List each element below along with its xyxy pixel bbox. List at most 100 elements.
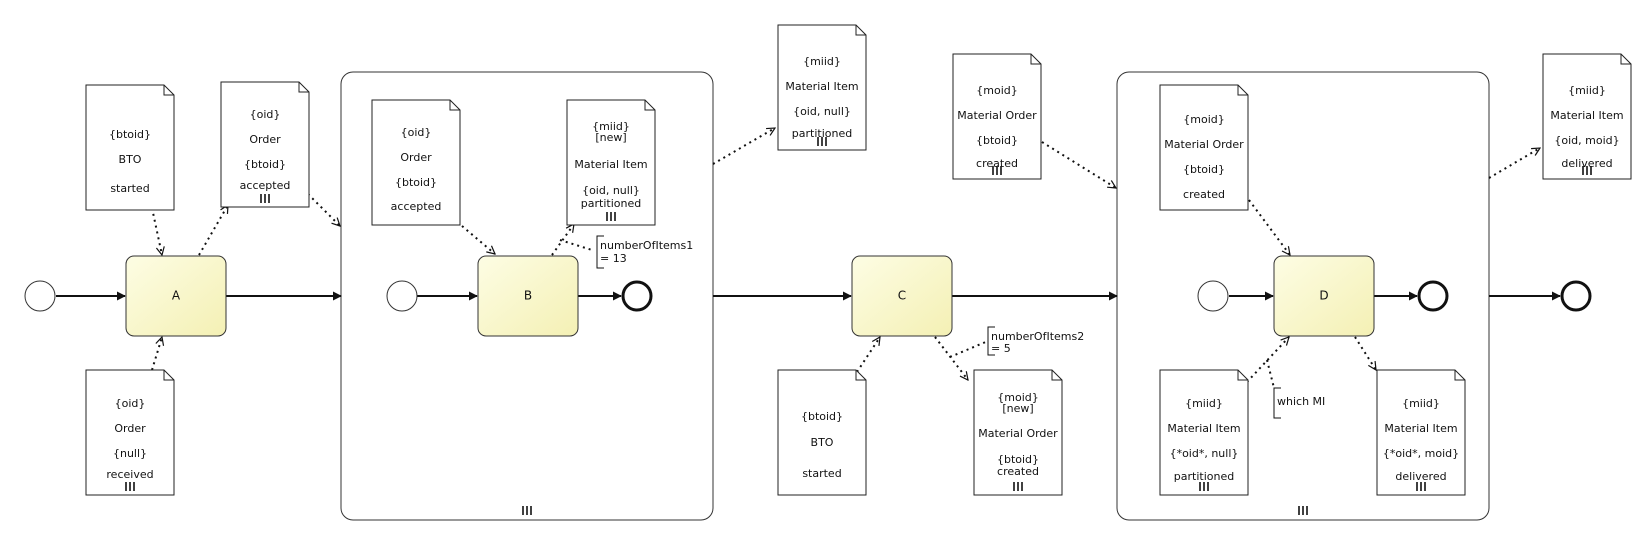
data-object-text: {*oid*, null}	[1170, 447, 1239, 460]
data-object-text: {oid, null}	[793, 105, 851, 118]
annotation-line: which MI	[1277, 395, 1325, 408]
data-object-bto-top[interactable]: {btoid} BTO started	[85, 84, 175, 211]
data-object-text: delivered	[1561, 157, 1612, 170]
annotation-line: numberOfItems1	[600, 239, 693, 252]
data-object-text: {btoid}	[997, 453, 1039, 466]
multi-instance-marker	[260, 194, 270, 203]
data-object-text: {btoid}	[1183, 163, 1225, 176]
multi-instance-marker	[1013, 482, 1023, 491]
task-c[interactable]: C	[851, 255, 953, 337]
data-object-order-in-sub1[interactable]: {oid}Order{btoid}accepted	[371, 99, 461, 226]
multi-instance-marker-subprocess-2	[1298, 506, 1308, 515]
data-object-text: Order	[249, 133, 281, 146]
data-object-mi-new-sub1[interactable]: {miid}[new] Material Item {oid, null}parti…	[566, 99, 656, 226]
data-object-text: {oid}	[115, 397, 146, 410]
subprocess-1-start-event[interactable]	[386, 280, 418, 312]
annotation-line: = 13	[600, 252, 627, 265]
task-d-label: D	[1319, 289, 1328, 303]
data-object-text: {null}	[113, 447, 147, 460]
data-object-text: {btoid}	[395, 176, 437, 189]
multi-instance-marker	[125, 482, 135, 491]
data-object-text: {*oid*, moid}	[1383, 447, 1459, 460]
data-object-mi-partitioned-sub2[interactable]: {miid} Material Item {*oid*, null} partitio…	[1159, 369, 1249, 496]
data-object-text: Material Item	[1384, 422, 1457, 435]
data-object-mi-delivered-top[interactable]: {miid} Material Item {oid, moid} delivered	[1542, 53, 1632, 180]
data-object-mo-new[interactable]: {moid}[new] Material Order {btoid}created	[973, 369, 1063, 496]
data-object-text: created	[997, 465, 1039, 478]
data-object-mo-in-sub2[interactable]: {moid} Material Order {btoid} created	[1159, 84, 1249, 211]
data-object-text: {miid}	[1185, 397, 1223, 410]
subprocess-1-end-event[interactable]	[621, 280, 653, 312]
data-object-text: delivered	[1395, 470, 1446, 483]
multi-instance-marker-subprocess-1	[522, 506, 532, 515]
data-object-text: {miid}	[803, 55, 841, 68]
data-object-text: {moid}	[976, 84, 1017, 97]
data-object-text: started	[110, 182, 149, 195]
data-object-text: created	[976, 157, 1018, 170]
data-object-text: {oid}	[250, 108, 281, 121]
data-object-order-bottom[interactable]: {oid} Order {null} received	[85, 369, 175, 496]
data-object-text: accepted	[391, 200, 442, 213]
multi-instance-marker	[1199, 482, 1209, 491]
data-object-order-top[interactable]: {oid} Order {btoid} accepted	[220, 81, 310, 208]
data-object-text: Material Item	[785, 80, 858, 93]
data-object-text: received	[106, 468, 153, 481]
task-d[interactable]: D	[1273, 255, 1375, 337]
data-object-text: Order	[114, 422, 146, 435]
annotation-number-of-items-1: numberOfItems1 = 13	[596, 235, 693, 269]
multi-instance-marker	[817, 137, 827, 146]
data-object-text: Material Item	[1550, 109, 1623, 122]
end-event[interactable]	[1560, 280, 1592, 312]
multi-instance-marker	[606, 212, 616, 221]
data-object-text: Material Order	[957, 109, 1037, 122]
subprocess-2-end-event[interactable]	[1417, 280, 1449, 312]
task-b[interactable]: B	[477, 255, 579, 337]
task-a[interactable]: A	[125, 255, 227, 337]
data-object-text: BTO	[119, 153, 142, 166]
task-c-label: C	[898, 289, 906, 303]
multi-instance-marker	[1416, 482, 1426, 491]
task-b-label: B	[524, 289, 532, 303]
data-associations	[151, 127, 1540, 389]
annotation-line: = 5	[991, 342, 1011, 355]
data-object-mi-top[interactable]: {miid} Material Item {oid, null} partitione…	[777, 24, 867, 151]
data-object-text: Material Order	[1164, 138, 1244, 151]
data-object-text: {moid}	[997, 391, 1038, 404]
data-object-text: Material Order	[978, 427, 1058, 440]
data-object-text: {btoid}	[244, 158, 286, 171]
annotation-line: numberOfItems2	[991, 330, 1084, 343]
data-object-text: {btoid}	[976, 134, 1018, 147]
data-object-text: partitioned	[1174, 470, 1234, 483]
data-object-text: Material Item	[1167, 422, 1240, 435]
data-object-text: {moid}	[1183, 113, 1224, 126]
data-object-text: partitioned	[792, 127, 852, 140]
data-object-text: Order	[400, 151, 432, 164]
subprocess-2-start-event[interactable]	[1197, 280, 1229, 312]
multi-instance-marker	[1582, 166, 1592, 175]
data-object-text: {miid}	[592, 120, 630, 133]
data-object-text: accepted	[240, 179, 291, 192]
data-object-text: {btoid}	[109, 128, 151, 141]
data-objects: {btoid} BTO started {oid} Order {btoid} accept…	[85, 24, 1632, 496]
data-object-text: {miid}	[1568, 84, 1606, 97]
data-object-text: {oid, moid}	[1554, 134, 1619, 147]
task-a-label: A	[172, 289, 181, 303]
data-object-text: [new]	[1002, 402, 1033, 415]
annotation-number-of-items-2: numberOfItems2 = 5	[987, 326, 1084, 356]
data-object-mi-delivered-sub2[interactable]: {miid} Material Item {*oid*, moid} delivere…	[1376, 369, 1466, 496]
multi-instance-marker	[992, 166, 1002, 175]
start-event[interactable]	[24, 280, 56, 312]
annotation-which-mi: which MI	[1273, 387, 1325, 419]
data-object-text: BTO	[811, 436, 834, 449]
data-object-text: partitioned	[581, 197, 641, 210]
data-object-text: {oid, null}	[582, 184, 640, 197]
data-object-text: created	[1183, 188, 1225, 201]
data-object-mo-top[interactable]: {moid} Material Order {btoid} created	[952, 53, 1042, 180]
data-object-text: started	[802, 467, 841, 480]
data-object-text: {btoid}	[801, 410, 843, 423]
data-object-text: {miid}	[1402, 397, 1440, 410]
data-object-text: [new]	[595, 131, 626, 144]
data-object-text: Material Item	[574, 158, 647, 171]
data-object-bto-bottom[interactable]: {btoid} BTO started	[777, 369, 867, 496]
